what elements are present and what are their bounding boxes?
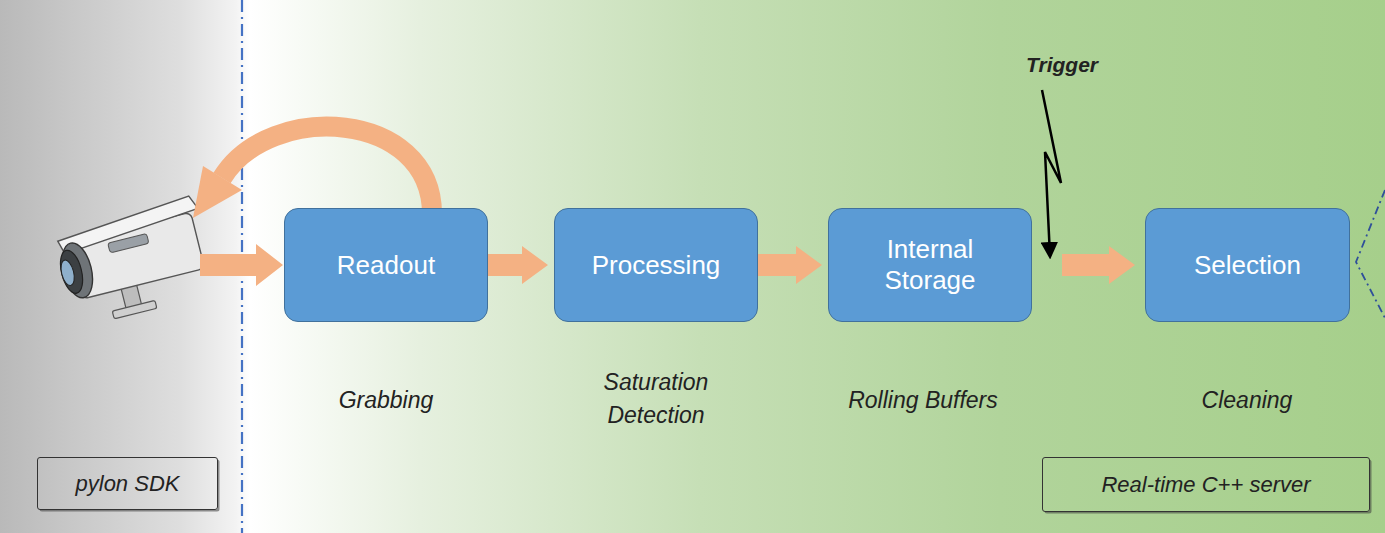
flow-arrow [1062, 246, 1135, 284]
trigger-label: Trigger [1002, 50, 1122, 80]
node-text: Readout [337, 250, 435, 281]
flow-arrow [488, 246, 548, 284]
feedback-arrowhead [193, 166, 242, 218]
process-box: Internal Storage [828, 208, 1032, 322]
node-text: pylon SDK [76, 471, 180, 497]
trigger-bolt [1042, 90, 1061, 256]
sketch-box: Real-time C++ server [1042, 457, 1370, 512]
stage-note: Grabbing [286, 384, 486, 417]
feedback-arrow [222, 127, 432, 214]
node-text: Real-time C++ server [1101, 472, 1310, 498]
process-box: Readout [284, 208, 488, 322]
input-arrow [200, 244, 283, 286]
process-box: Selection [1145, 208, 1350, 322]
stage-note: Rolling Buffers [823, 384, 1023, 417]
stage-note: Cleaning [1147, 384, 1347, 417]
node-text: Internal Storage [855, 234, 1005, 295]
flow-arrow [758, 246, 822, 284]
continuation-bracket [1356, 190, 1385, 318]
node-text: Selection [1194, 250, 1301, 281]
sketch-box: pylon SDK [37, 457, 218, 510]
node-text: Processing [592, 250, 721, 281]
stage-note: Saturation Detection [576, 366, 736, 433]
process-box: Processing [554, 208, 758, 322]
